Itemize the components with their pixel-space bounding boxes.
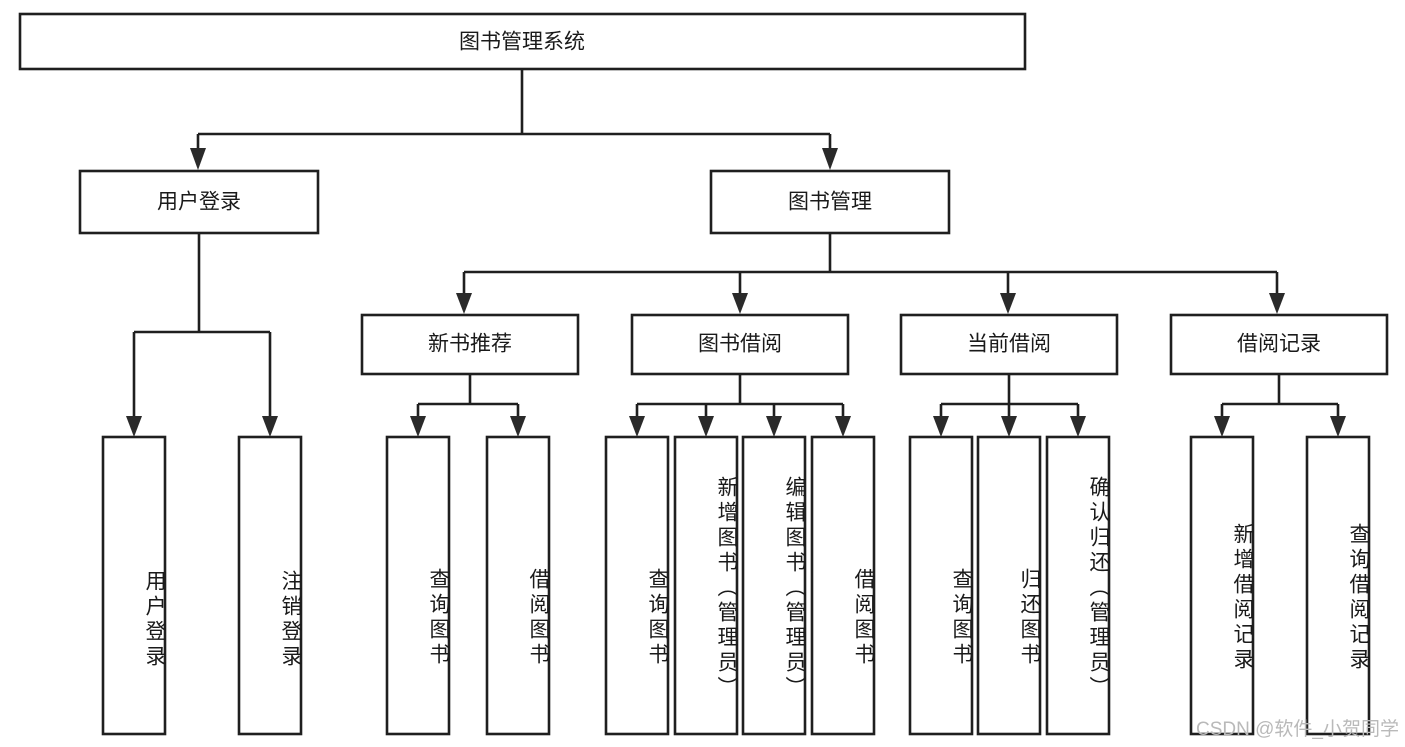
arrow-head-bm-3 [1000,293,1016,314]
node-borrow-record[interactable]: 借阅记录 [1169,313,1389,376]
connector-new-book-recommend-to-leaves [410,374,526,437]
leaf-box-return-book[interactable] [976,435,1042,736]
node-new-book-recommend[interactable]: 新书推荐 [360,313,580,376]
node-root-label: 图书管理系统 [459,31,585,54]
node-user-login[interactable]: 用户登录 [78,169,320,235]
leaf-box-query-book-cb[interactable] [908,435,974,736]
arrow-head-user-login-2 [262,416,278,437]
arrow-head-bb-4 [835,416,851,437]
arrow-head-bb-2 [698,416,714,437]
node-new-book-recommend-rect[interactable] [360,313,580,376]
leaf-box-query-book-nbr[interactable] [385,435,451,736]
arrow-head-bm-1 [456,293,472,314]
arrow-head-cb-2 [1001,416,1017,437]
connector-root-to-level2 [190,69,838,170]
arrow-head-br-2 [1330,416,1346,437]
leaf-box-query-borrow-record[interactable] [1305,435,1371,736]
connector-book-borrow-to-leaves [629,374,851,437]
leaf-box-add-borrow-record[interactable] [1189,435,1255,736]
connector-book-management-to-level3 [456,233,1285,314]
leaf-boxes-group [101,435,1371,736]
arrow-head-cb-1 [933,416,949,437]
node-current-borrow-rect[interactable] [899,313,1119,376]
leaf-box-query-book-bb[interactable] [604,435,670,736]
arrow-head-nbr-1 [410,416,426,437]
node-root[interactable]: 图书管理系统 [18,12,1027,71]
arrow-head-cb-3 [1070,416,1086,437]
node-book-management[interactable]: 图书管理 [709,169,951,235]
watermark-text: CSDN @软件_小贺同学 [1196,719,1399,740]
leaf-box-logout-login[interactable] [237,435,303,736]
leaf-box-add-book-admin[interactable] [673,435,739,736]
leaf-box-borrow-book-bb[interactable] [810,435,876,736]
node-root-rect[interactable] [18,12,1027,71]
node-current-borrow[interactable]: 当前借阅 [899,313,1119,376]
leaf-box-borrow-book-nbr[interactable] [485,435,551,736]
connector-current-borrow-to-leaves [933,374,1086,437]
arrow-head-bb-3 [766,416,782,437]
node-book-borrow-rect[interactable] [630,313,850,376]
node-book-management-label: 图书管理 [788,191,872,214]
node-book-borrow-label: 图书借阅 [698,333,782,356]
node-user-login-label: 用户登录 [157,191,241,214]
node-borrow-record-rect[interactable] [1169,313,1389,376]
node-current-borrow-label: 当前借阅 [967,333,1051,356]
arrow-head-bm-2 [732,293,748,314]
arrow-head-bm-4 [1269,293,1285,314]
node-new-book-recommend-label: 新书推荐 [428,333,512,356]
arrow-head-br-1 [1214,416,1230,437]
arrow-head-root-1 [190,148,206,170]
node-borrow-record-label: 借阅记录 [1237,333,1321,356]
leaf-box-edit-book-admin[interactable] [741,435,807,736]
connector-user-login-to-leaves [126,233,278,437]
node-book-borrow[interactable]: 图书借阅 [630,313,850,376]
connector-borrow-record-to-leaves [1214,374,1346,437]
node-book-management-rect[interactable] [709,169,951,235]
arrow-head-bb-1 [629,416,645,437]
arrow-head-user-login-1 [126,416,142,437]
arrow-head-nbr-2 [510,416,526,437]
leaf-box-user-login[interactable] [101,435,167,736]
leaf-box-confirm-return-admin[interactable] [1045,435,1111,736]
arrow-head-root-2 [822,148,838,170]
